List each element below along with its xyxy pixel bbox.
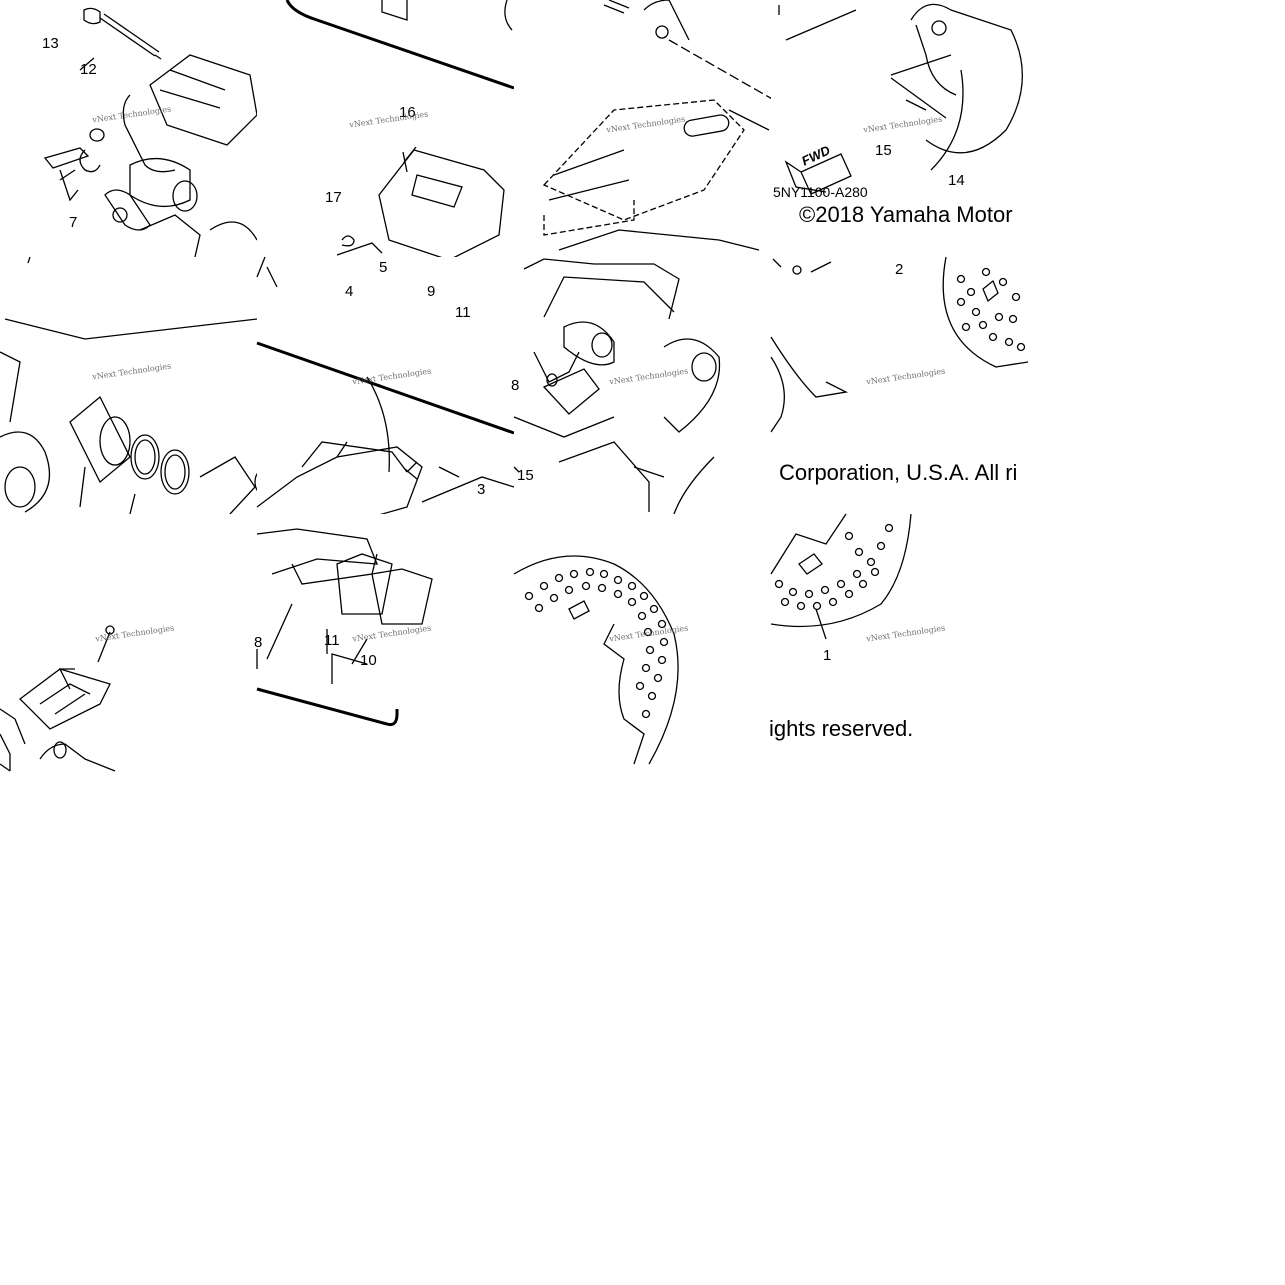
disc-cover-drawing [778, 3, 1024, 195]
tile-disc-left: vNext Technologies [513, 514, 771, 771]
brake-pads-drawing [256, 528, 433, 726]
tile-pad-bracket: 16 17 vNext Technologies [257, 0, 515, 261]
copyright-text: ©2018 Yamaha Motor [799, 202, 1013, 227]
callout-13: 13 [42, 35, 59, 52]
tile-caliper-bracket: vNext Technologies [514, 0, 775, 257]
callout-8: 8 [254, 634, 263, 651]
callout-9: 9 [427, 283, 436, 300]
tile-caliper-side: vNext Technologies [0, 256, 272, 515]
tile-caliper-body: 9 11 5 4 3 vNext Technologies [256, 256, 515, 525]
callout-12: 12 [80, 61, 97, 78]
tile-brake-pads: 8 11 10 vNext Technologies [254, 514, 514, 771]
caliper-assembly-drawing [43, 7, 258, 258]
callout-3: 3 [477, 481, 486, 498]
callout-2: 2 [895, 261, 904, 278]
tile-caliper-front: 15 8 vNext Technologies [511, 257, 771, 515]
callout-11: 11 [455, 304, 471, 321]
callout-10: 10 [360, 652, 377, 669]
copyright-text: ights reserved. [769, 716, 914, 741]
callout-15: 15 [875, 142, 892, 159]
brake-disc-drawing [770, 256, 1029, 433]
callout-16: 16 [399, 104, 416, 121]
caliper-side-drawing [0, 256, 272, 515]
callout-14: 14 [948, 172, 965, 189]
callout-15: 15 [517, 467, 534, 484]
callout-4: 4 [345, 283, 354, 300]
callout-1: 1 [823, 647, 832, 664]
copyright-text: Corporation, U.S.A. All ri [779, 460, 1018, 485]
tile-disc-cover: FWD 15 14 5NY1100-A280 ©2018 Yamaha Moto… [771, 0, 1028, 257]
callout-8: 8 [511, 377, 520, 394]
tile-pad-spring: vNext Technologies [0, 514, 257, 772]
callout-11: 11 [324, 632, 340, 649]
tile-caliper-pins: 13 12 7 vNext Technologies [0, 0, 258, 258]
caliper-front-drawing [513, 258, 721, 515]
pad-spring-drawing [0, 625, 116, 772]
diagram-code: 5NY1100-A280 [773, 184, 868, 200]
caliper-body-drawing [256, 256, 515, 525]
disc-holes [524, 567, 669, 719]
brake-disc-left-drawing [513, 555, 679, 765]
tile-disc-right: 2 Corporation, U.S.A. All ri vNext Techn… [770, 256, 1029, 514]
callout-7: 7 [69, 214, 78, 231]
callout-17: 17 [325, 189, 342, 206]
caliper-bracket-drawing [542, 0, 775, 251]
disc-holes [956, 267, 1026, 352]
disc-holes [774, 523, 894, 611]
callout-5: 5 [379, 259, 388, 276]
tile-disc-one: 1 ights reserved. vNext Technologies [769, 513, 1028, 771]
brake-disc-one-drawing [770, 513, 912, 640]
pad-bracket-drawing [285, 0, 515, 261]
